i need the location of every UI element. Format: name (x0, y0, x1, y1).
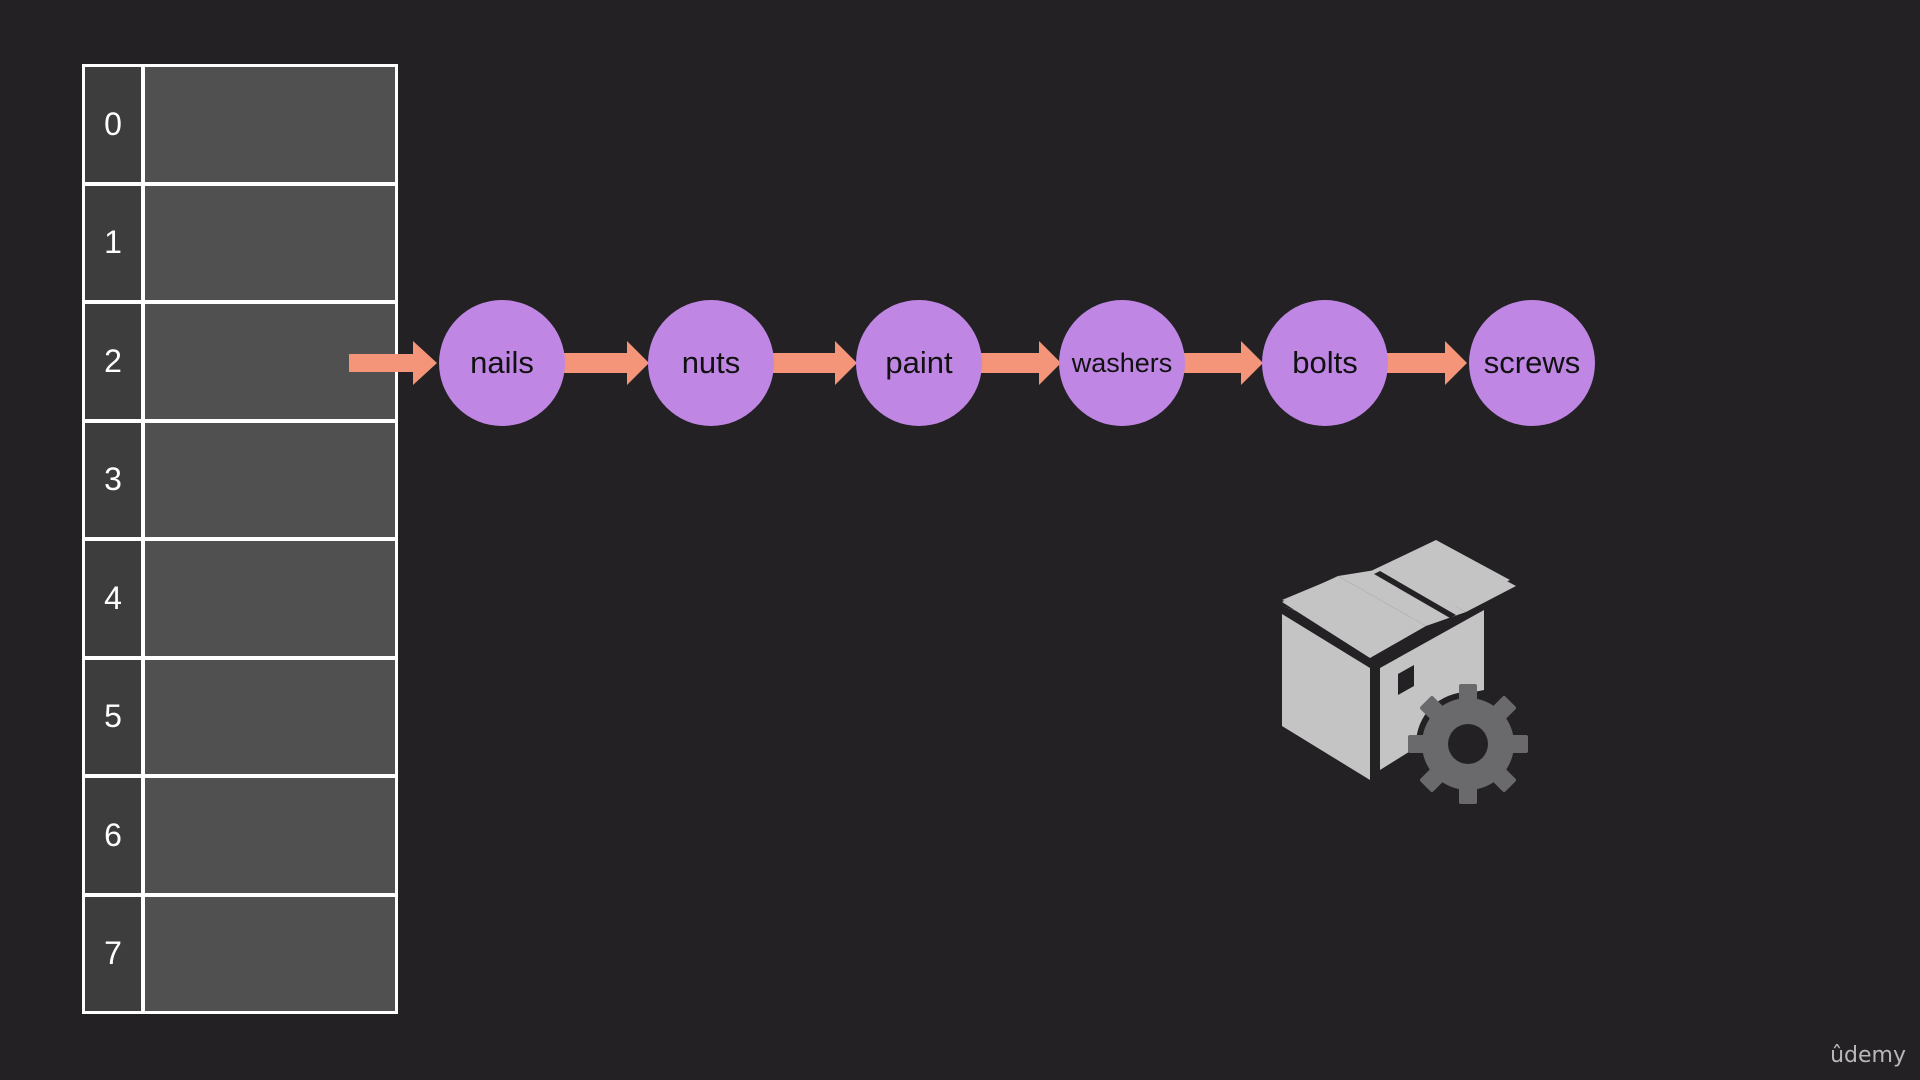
index-cell: 0 (85, 67, 141, 182)
list-node: screws (1469, 300, 1595, 426)
next-arrow (771, 341, 857, 385)
bucket-slot (145, 896, 395, 1011)
hash-table-row: 1 (85, 185, 395, 300)
pointer-arrow (349, 341, 437, 385)
index-cell: 4 (85, 541, 141, 656)
bucket-slot (145, 67, 395, 182)
index-cell: 7 (85, 896, 141, 1011)
list-node: bolts (1262, 300, 1388, 426)
hash-table-row: 7 (85, 896, 395, 1011)
bucket-slot (145, 185, 395, 300)
bucket-slot (145, 659, 395, 774)
list-node: washers (1059, 300, 1185, 426)
bucket-slot (145, 422, 395, 537)
index-cell: 1 (85, 185, 141, 300)
list-node: paint (856, 300, 982, 426)
hash-table-row: 5 (85, 659, 395, 774)
bucket-slot (145, 778, 395, 893)
list-node: nuts (648, 300, 774, 426)
package-gear-icon (1278, 540, 1538, 820)
hash-table-row: 3 (85, 422, 395, 537)
index-cell: 6 (85, 778, 141, 893)
index-cell: 2 (85, 304, 141, 419)
index-cell: 5 (85, 659, 141, 774)
index-cell: 3 (85, 422, 141, 537)
hash-table-row: 0 (85, 67, 395, 182)
next-arrow (563, 341, 649, 385)
next-arrow (1385, 341, 1467, 385)
bucket-slot (145, 541, 395, 656)
next-arrow (1183, 341, 1263, 385)
list-node: nails (439, 300, 565, 426)
hash-table-row: 4 (85, 541, 395, 656)
next-arrow (979, 341, 1061, 385)
udemy-logo: ûdemy (1830, 1043, 1906, 1068)
hash-table: 0 1 2 3 4 5 6 7 (82, 64, 398, 1014)
hash-table-row: 2 (85, 304, 395, 419)
hash-table-row: 6 (85, 778, 395, 893)
